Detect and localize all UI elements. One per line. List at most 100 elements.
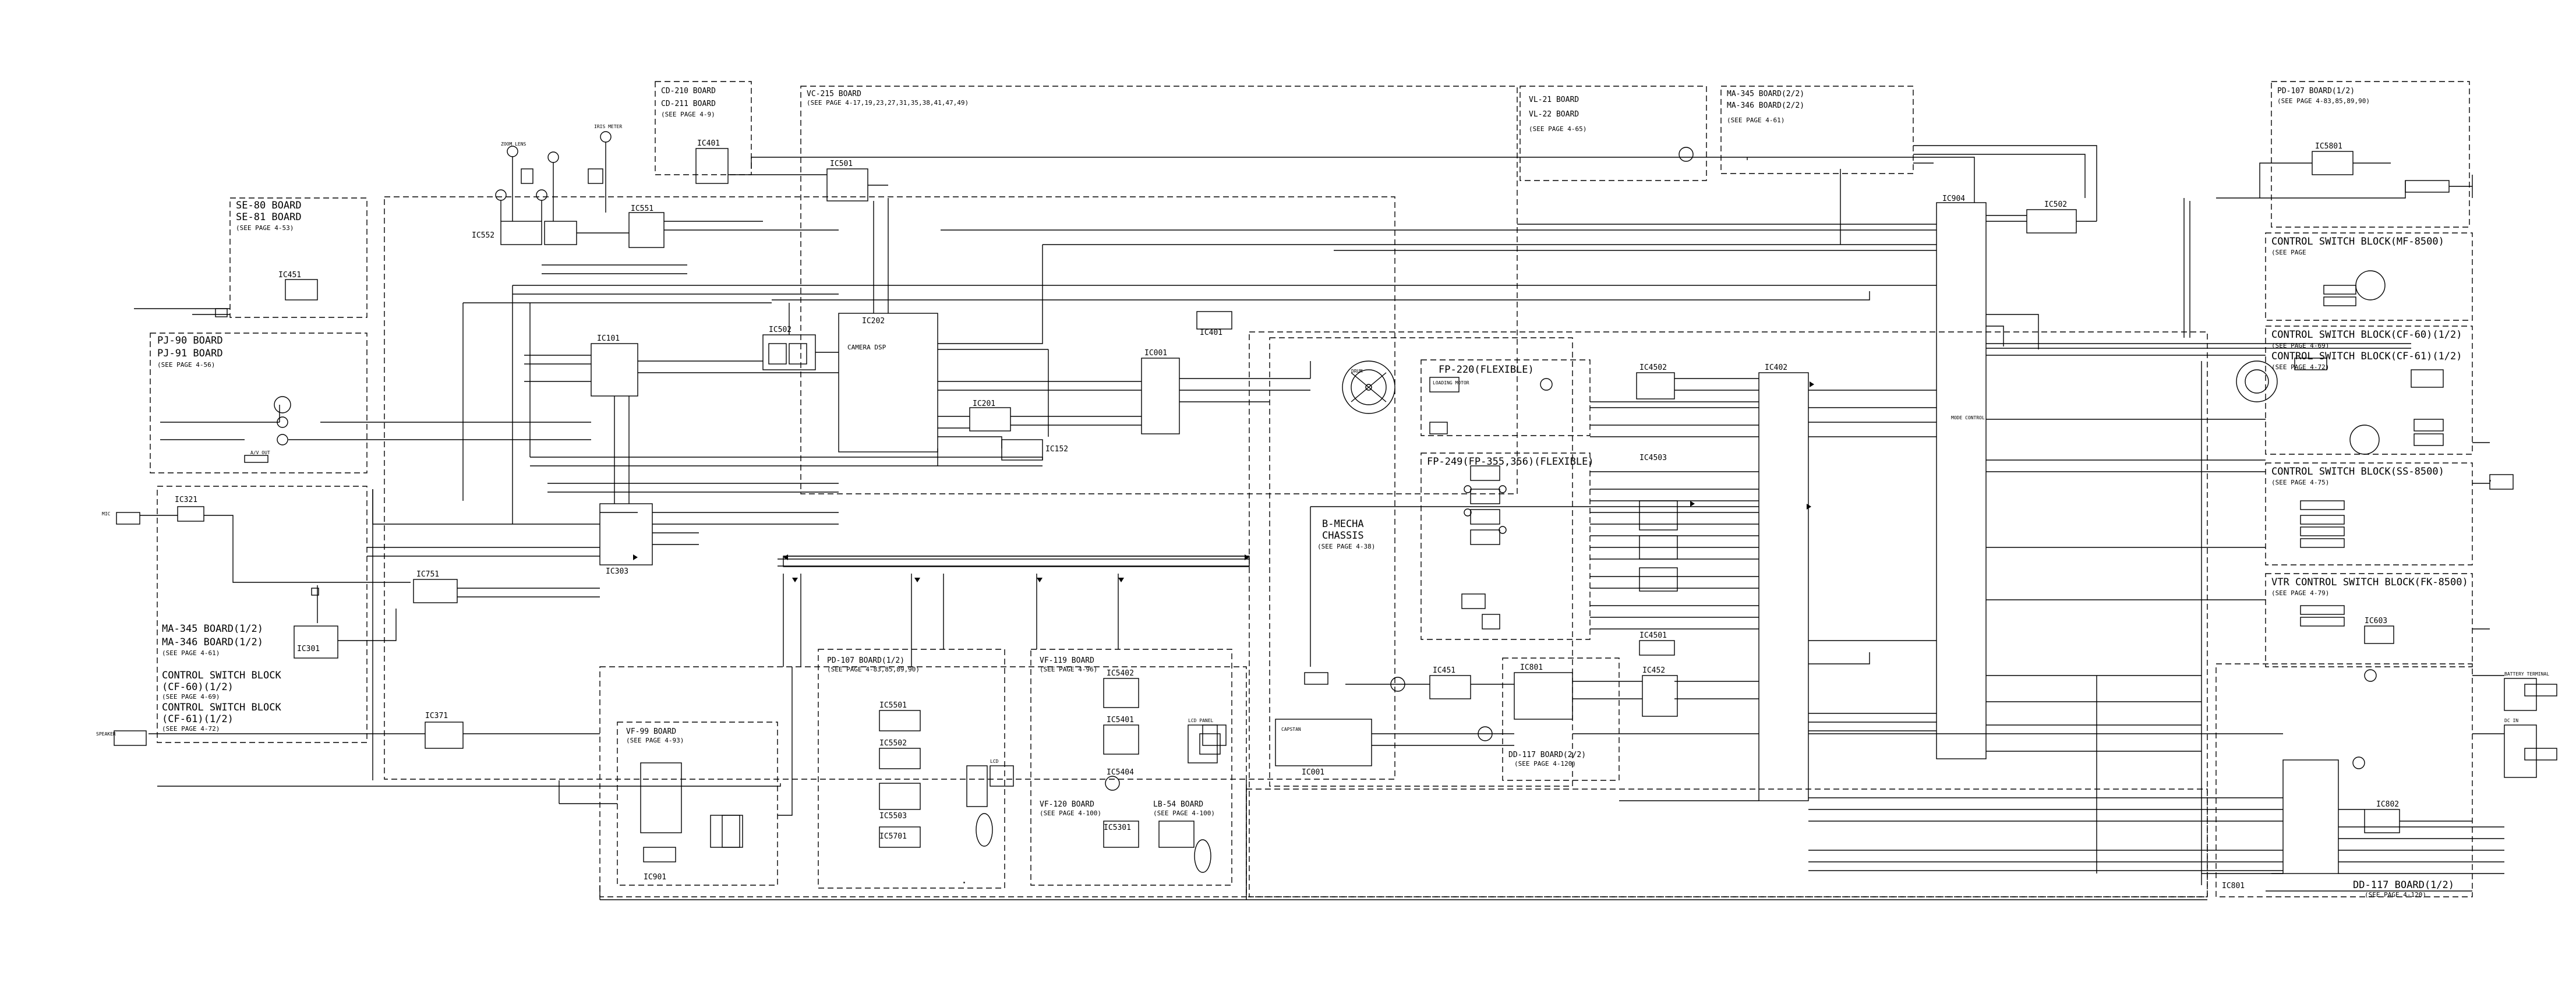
pd107-right-outline: [2271, 81, 2470, 228]
lcd-label: LCD: [990, 759, 999, 764]
ic152-box: [1001, 439, 1043, 461]
ma345-right-title1: MA-345 BOARD(2/2): [1727, 90, 1804, 98]
se80-page: (SEE PAGE 4-53): [236, 224, 294, 232]
ic5503-label: IC5503: [879, 812, 907, 821]
ic751-box: [413, 579, 458, 603]
ma345-left-outline: [157, 486, 368, 743]
ic452-label: IC452: [1642, 666, 1665, 675]
ic301-label: IC301: [297, 645, 320, 653]
csb-cf61-page2: (SEE PAGE 4-72): [162, 725, 220, 733]
ma345-left-page: (SEE PAGE 4-61): [162, 649, 220, 657]
ic202-box: [838, 313, 938, 452]
ic551-box: [628, 212, 665, 248]
pd107-mid-title: PD-107 BOARD(1/2): [827, 656, 904, 665]
lb54-page: (SEE PAGE 4-100): [1153, 809, 1215, 817]
capstan-label: CAPSTAN: [1281, 727, 1301, 732]
pd107-right-page: (SEE PAGE 4-83,85,89,90): [2277, 97, 2370, 105]
ic502b-box: [2026, 209, 2077, 234]
dd117b-title: DD-117 BOARD(2/2): [1508, 751, 1586, 759]
ic552-box: [500, 221, 542, 245]
ic101-box: [591, 343, 638, 397]
ic402-box: [1758, 372, 1809, 801]
dd117-title: DD-117 BOARD(1/2): [2353, 879, 2454, 891]
se80-title: SE-80 BOARD: [236, 200, 302, 211]
ic452-box: [1642, 675, 1678, 717]
ic303-label: IC303: [606, 567, 628, 576]
ic501-label: IC501: [830, 160, 853, 168]
ic5401-label: IC5401: [1107, 716, 1134, 724]
ma345-right-outline: [1720, 86, 1914, 174]
mecha-title1: B-MECHA: [1322, 518, 1364, 530]
ic904-box: [1936, 202, 1987, 759]
ic904-label: IC904: [1942, 195, 1965, 203]
ic603-label: IC603: [2365, 617, 2387, 625]
ic001b-label: IC001: [1302, 768, 1324, 777]
csb-cf60-title1: CONTROL SWITCH BLOCK: [162, 670, 281, 681]
mecha-title2: CHASSIS: [1322, 530, 1364, 542]
ic4501-label: IC4501: [1639, 631, 1667, 640]
ic371-box: [425, 722, 464, 749]
av-out-label: A/V OUT: [250, 450, 270, 455]
csb-cf60r-page2: (SEE PAGE 4-72): [2271, 363, 2329, 371]
ic5404-label: IC5404: [1107, 768, 1134, 777]
pj91-title: PJ-91 BOARD: [157, 348, 223, 359]
csb-cf61-title4: (CF-61)(1/2): [162, 713, 234, 725]
fp249-outline: [1420, 452, 1591, 640]
right-board-outline: [1249, 331, 2208, 897]
vtr-title: VTR CONTROL SWITCH BLOCK(FK-8500): [2271, 577, 2468, 588]
vf99-outline: [617, 722, 778, 886]
ic901-label: IC901: [644, 873, 666, 882]
csb-cf60r-title2: CONTROL SWITCH BLOCK(CF-61)(1/2): [2271, 351, 2462, 362]
ic001-label: IC001: [1144, 349, 1167, 358]
ma345-right-page: (SEE PAGE 4-61): [1727, 116, 1785, 124]
csb-cf60-page1: (SEE PAGE 4-69): [162, 693, 220, 701]
ic501-box: [826, 168, 868, 201]
ic451a-label: IC451: [278, 271, 301, 280]
vl21-page: (SEE PAGE 4-65): [1529, 125, 1586, 133]
vl21-board-outline: [1520, 86, 1707, 181]
ic552-label: IC552: [472, 231, 494, 240]
lower-band-outline: [599, 666, 1247, 897]
vc215-board-outline: [800, 86, 1518, 494]
mode-control-label: MODE CONTROL: [1951, 415, 1985, 420]
csb-mf-title: CONTROL SWITCH BLOCK(MF-8500): [2271, 236, 2444, 247]
csb-mf-page: (SEE PAGE: [2271, 249, 2306, 256]
ic4503-box: [1639, 500, 1678, 531]
ic321-box: [177, 506, 204, 522]
ic502-label: IC502: [769, 326, 791, 334]
ic5801-label: IC5801: [2315, 142, 2342, 151]
ic751-label: IC751: [416, 570, 439, 579]
csb-ss-outline: [2265, 462, 2473, 565]
csb-mf-outline: [2265, 232, 2473, 321]
vf119-page: (SEE PAGE 4-96): [1040, 666, 1097, 673]
csb-ss-page: (SEE PAGE 4-75): [2271, 479, 2329, 486]
lcd-panel-label: LCD PANEL: [1188, 718, 1214, 723]
regulator-box: [2282, 759, 2339, 874]
ic801b-label: IC801: [2222, 882, 2245, 890]
ic101-label: IC101: [597, 334, 620, 343]
dd117b-outline: [1502, 657, 1620, 781]
csb-ss-title: CONTROL SWITCH BLOCK(SS-8500): [2271, 466, 2444, 478]
cd211-title2: CD-211 BOARD: [661, 100, 716, 108]
battery-terminal-label: BATTERY TERMINAL: [2504, 671, 2549, 677]
ic5402-label: IC5402: [1107, 669, 1134, 678]
ic4502-box: [1636, 372, 1675, 399]
ic201-box: [969, 407, 1011, 432]
dd117b-page: (SEE PAGE 4-120): [1514, 760, 1576, 768]
ic301-box: [294, 625, 338, 659]
ic001-box: [1141, 358, 1180, 434]
vf99-title: VF-99 BOARD: [626, 727, 676, 736]
csb-cf61-title3: CONTROL SWITCH BLOCK: [162, 702, 281, 713]
ic801-box: [1514, 672, 1573, 720]
vl21-title1: VL-21 BOARD: [1529, 96, 1579, 104]
vf119-outline: [1030, 649, 1232, 886]
vc215-page: (SEE PAGE 4-17,19,23,27,31,35,38,41,47,4…: [807, 99, 969, 107]
fp249-title: FP-249(FP-355,356)(FLEXIBLE): [1427, 456, 1594, 468]
ic401b-label: IC401: [1200, 328, 1222, 337]
ic401-label: IC401: [697, 139, 720, 148]
left-board-outline: [384, 196, 1395, 780]
zoom-lens-label: ZOOM LENS: [501, 142, 526, 147]
vl22-title2: VL-22 BOARD: [1529, 110, 1579, 119]
